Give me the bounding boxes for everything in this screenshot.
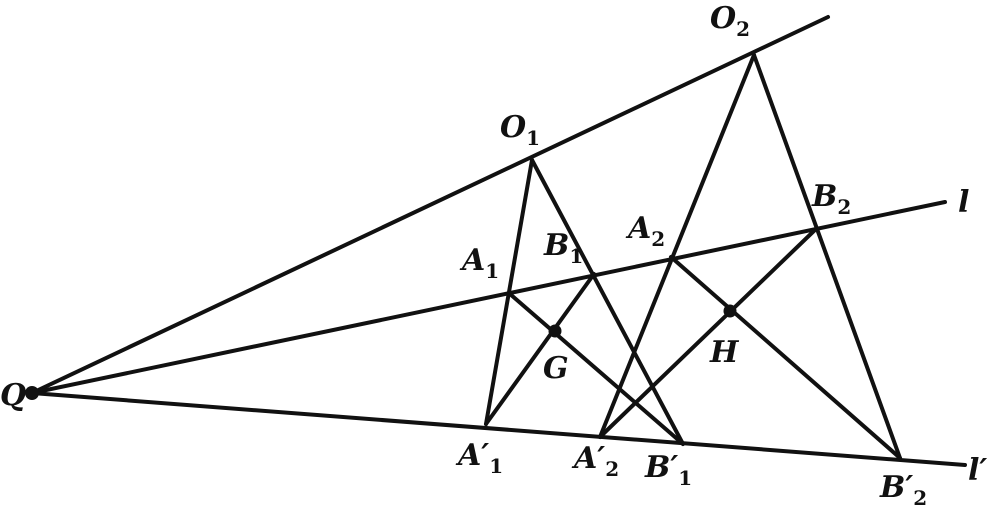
segment-o2-b2prime [752, 53, 902, 460]
segment-a1-b1prime [508, 292, 685, 446]
label-b2: B2 [811, 179, 851, 219]
label-h: H [709, 335, 740, 370]
label-b1: B1 [543, 228, 583, 268]
label-b2-prime: B′2 [879, 470, 927, 510]
label-o1: O1 [500, 110, 540, 150]
label-o2: O2 [710, 1, 750, 41]
label-a2-prime: A′2 [571, 441, 619, 481]
segment-o1-a1prime [484, 158, 534, 426]
segment-a2-b2prime [669, 255, 902, 460]
line-l [30, 200, 947, 395]
segment-o1-b1prime [530, 158, 685, 446]
label-a2: A2 [625, 211, 665, 251]
label-a1-prime: A′1 [455, 438, 503, 478]
label-q: Q [0, 378, 26, 413]
point-h [723, 304, 737, 318]
label-l: l [958, 185, 969, 220]
line-l-prime [30, 391, 967, 467]
segment-b2-a2prime [598, 226, 819, 439]
label-g: G [543, 351, 569, 386]
line-q-o [30, 15, 830, 395]
segment-b1-a1prime [484, 272, 596, 426]
point-q [25, 386, 39, 400]
label-l-prime: l′ [968, 453, 987, 488]
segment-o2-a2prime [598, 53, 756, 439]
label-b1-prime: B′1 [644, 450, 692, 490]
point-g [548, 324, 562, 338]
label-a1: A1 [459, 243, 499, 283]
